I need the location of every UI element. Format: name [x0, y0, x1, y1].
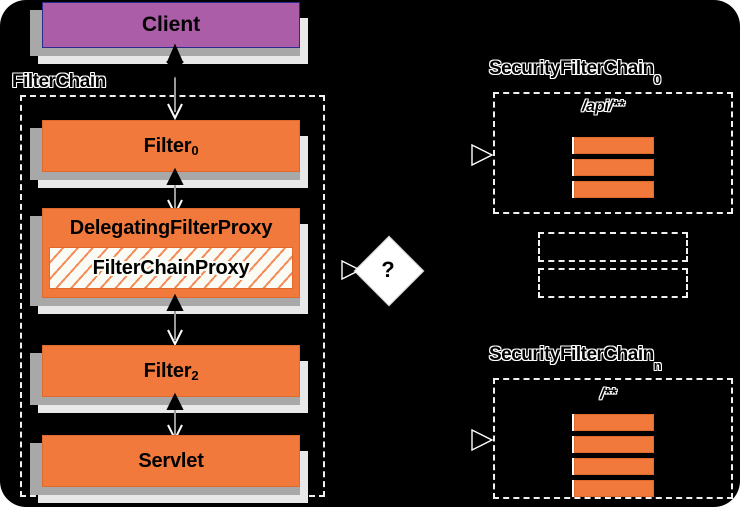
arrow-right-hollow-icon — [341, 259, 362, 281]
arrow-right-hollow-icon — [471, 428, 494, 452]
client-node[interactable]: Client — [22, 2, 308, 64]
security-filter-chain-n-title: SecurityFilterChain — [489, 344, 654, 365]
arrow-up-filled-icon — [166, 392, 184, 410]
decision-label: ? — [381, 257, 395, 282]
client-label: Client — [141, 13, 201, 36]
security-filter-chain-0-title: SecurityFilterChain — [489, 58, 654, 79]
arrow-delegating-filter2 — [160, 293, 190, 348]
security-filter-chain-0-inlet-arrow — [470, 142, 496, 168]
filter2-label: Filter — [143, 359, 192, 382]
chain0-filter-bar[interactable] — [574, 181, 654, 198]
security-filter-chain-n-container[interactable] — [493, 378, 733, 499]
arrow-up-filled-icon — [166, 43, 184, 63]
chainn-filter-bar[interactable] — [574, 458, 654, 475]
security-filter-chain-0-pattern: /api/** — [582, 98, 625, 115]
arrow-filter0-delegating — [160, 167, 190, 218]
security-filter-chain-placeholder — [538, 232, 688, 262]
security-filter-chain-n-pattern: /** — [600, 386, 616, 403]
delegating-filter-proxy-node[interactable]: DelegatingFilterProxy FilterChainProxy — [22, 208, 308, 314]
arrow-up-filled-icon — [166, 293, 184, 311]
delegating-filter-proxy-title: DelegatingFilterProxy — [43, 209, 299, 247]
filter-chain-proxy-label: FilterChainProxy — [92, 256, 250, 279]
chainn-filter-bar[interactable] — [574, 436, 654, 453]
servlet-label: Servlet — [138, 449, 204, 472]
chain0-filter-bar[interactable] — [574, 159, 654, 176]
servlet-box[interactable]: Servlet — [42, 435, 300, 487]
filterchain-container-label: FilterChain — [12, 71, 106, 92]
arrow-down-hollow-icon — [167, 103, 183, 121]
decision-node[interactable]: ? — [353, 235, 425, 307]
servlet-node[interactable]: Servlet — [22, 435, 308, 503]
client-box[interactable]: Client — [42, 2, 300, 48]
arrow-client-filter0 — [160, 43, 190, 122]
security-filter-chain-n-label: SecurityFilterChainn — [489, 344, 662, 372]
security-filter-chain-placeholder — [538, 268, 688, 298]
arrow-right-hollow-icon — [471, 143, 494, 167]
arrow-up-filled-icon — [166, 167, 184, 185]
security-filter-chain-0-label: SecurityFilterChain0 — [489, 58, 661, 86]
security-filter-chain-0-container[interactable] — [493, 92, 733, 214]
filter0-label: Filter — [143, 134, 192, 157]
chain0-filter-bar[interactable] — [574, 137, 654, 154]
security-filter-chain-n-inlet-arrow — [470, 427, 496, 453]
security-filter-chain-0-index: 0 — [653, 71, 661, 87]
security-filter-chain-n-index: n — [653, 357, 662, 373]
chainn-filter-bar[interactable] — [574, 414, 654, 431]
arrow-down-hollow-icon — [167, 329, 183, 347]
chainn-filter-bar[interactable] — [574, 480, 654, 497]
delegating-filter-proxy-label: DelegatingFilterProxy — [69, 216, 273, 239]
delegating-filter-proxy-box[interactable]: DelegatingFilterProxy FilterChainProxy — [42, 208, 300, 298]
filter-chain-proxy-box[interactable]: FilterChainProxy — [49, 247, 293, 289]
decision-inlet-arrow — [340, 258, 364, 282]
